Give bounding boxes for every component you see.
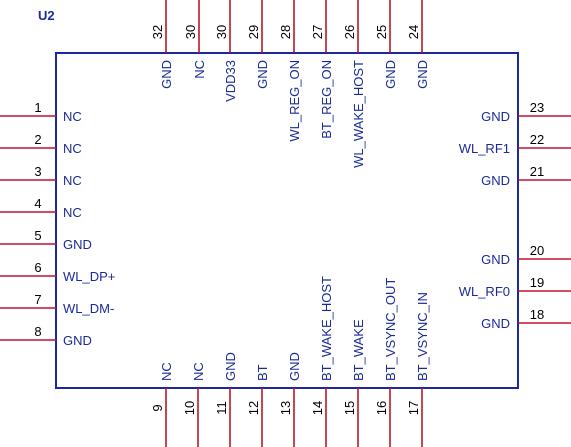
pin-label: WL_REG_ON [287,60,302,142]
pin-number: 30 [214,25,229,39]
pin-number: 17 [406,401,421,415]
pin-label: NC [159,362,174,381]
pin-number: 1 [34,100,41,115]
pin-label: BT_REG_ON [319,60,334,139]
pin-number: 25 [374,25,389,39]
pin-number: 23 [530,100,544,115]
pin-number: 8 [34,324,41,339]
pin-number: 20 [530,243,544,258]
pin-label: GND [481,316,510,331]
pin-number: 16 [374,401,389,415]
pin-number: 12 [246,401,261,415]
pin-number: 28 [278,25,293,39]
pin-label: GND [223,352,238,381]
pin-label: GND [481,173,510,188]
ref-designator: U2 [38,8,55,23]
pin-number: 22 [530,132,544,147]
pin-label: NC [191,362,206,381]
pin-number: 29 [246,25,261,39]
pin-label: GND [481,109,510,124]
pin-number: 15 [342,401,357,415]
pin-label: BT_WAKE_HOST [319,276,334,381]
pin-number: 32 [150,25,165,39]
pin-label: NC [63,173,82,188]
pin-number: 30 [183,25,198,39]
pin-label: VDD33 [223,60,238,102]
pin-label: NC [63,109,82,124]
pin-label: WL_RF0 [459,284,510,299]
pin-label: BT_VSYNC_OUT [383,278,398,381]
pin-label: WL_WAKE_HOST [351,60,366,168]
pin-number: 5 [34,228,41,243]
pin-label: WL_RF1 [459,141,510,156]
pin-label: NC [63,205,82,220]
pin-number: 26 [342,25,357,39]
pin-number: 2 [34,132,41,147]
pin-label: BT [255,364,270,381]
pin-label: BT_WAKE [351,319,366,381]
pin-label: BT_VSYNC_IN [415,292,430,381]
pin-number: 19 [530,275,544,290]
pin-number: 14 [310,401,325,415]
pin-number: 4 [34,196,41,211]
pin-label: GND [415,60,430,89]
pin-label: GND [159,60,174,89]
pin-number: 27 [310,25,325,39]
pin-label: WL_DM- [63,301,114,316]
pin-label: NC [192,60,207,79]
pin-number: 9 [150,404,165,411]
pin-label: WL_DP+ [63,269,115,284]
ic-body [55,52,519,389]
pin-number: 24 [406,25,421,39]
pin-label: GND [287,352,302,381]
pin-number: 6 [34,260,41,275]
pin-label: GND [481,252,510,267]
pin-number: 13 [278,401,293,415]
pin-number: 18 [530,307,544,322]
pin-number: 10 [182,401,197,415]
pin-number: 3 [34,164,41,179]
pin-label: GND [255,60,270,89]
pin-label: GND [383,60,398,89]
pin-label: GND [63,237,92,252]
pin-number: 21 [530,164,544,179]
pin-label: NC [63,141,82,156]
pin-label: GND [63,333,92,348]
pin-number: 7 [34,292,41,307]
pin-number: 11 [214,401,229,415]
